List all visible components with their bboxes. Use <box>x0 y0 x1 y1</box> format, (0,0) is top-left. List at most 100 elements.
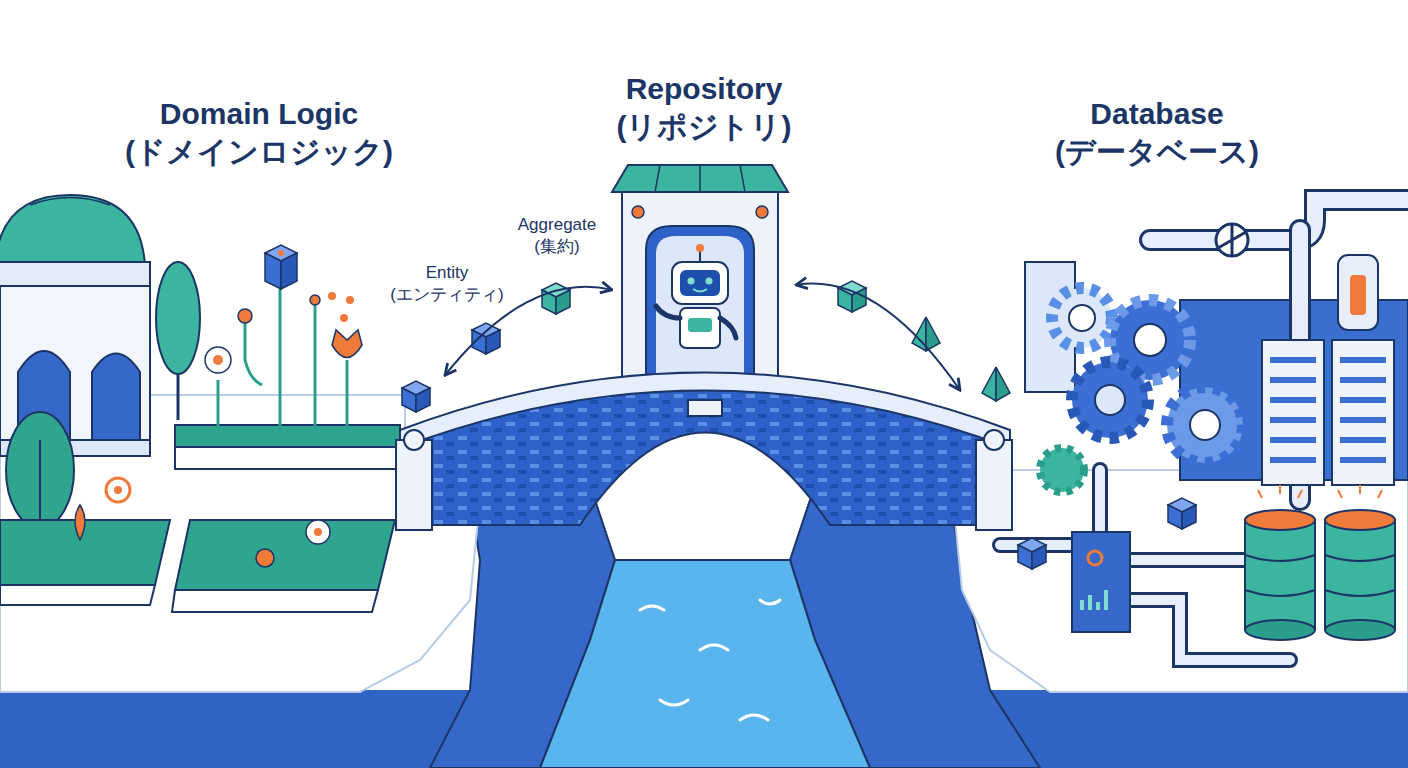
callout-label: Entity (エンティティ) <box>388 262 506 306</box>
robot-smile <box>693 289 707 292</box>
flower-center <box>213 355 223 365</box>
flower-center <box>314 528 322 536</box>
flower <box>306 520 330 544</box>
pipe-outline <box>1150 200 1408 240</box>
tower-lamp <box>756 206 768 218</box>
left-plateau <box>0 395 478 692</box>
pillar-cap <box>984 430 1004 450</box>
flow-arc <box>445 287 612 375</box>
bridge <box>396 373 1012 531</box>
region-heading: Database (データベース) <box>1027 95 1287 172</box>
dome <box>0 195 145 265</box>
robot-chest <box>688 318 712 332</box>
gear <box>1052 288 1112 348</box>
floating-cube <box>1018 538 1046 569</box>
region-node: Domain Logic (ドメインロジック) <box>0 95 445 695</box>
pipe <box>1150 200 1408 240</box>
tower-body <box>622 190 778 390</box>
garden-bed <box>175 520 395 590</box>
robot <box>656 244 736 348</box>
gear-hub <box>1095 385 1125 415</box>
robot-eye <box>688 278 695 285</box>
floating-pyramid <box>982 367 1010 401</box>
robot-head <box>672 262 728 304</box>
flower <box>106 478 130 502</box>
server-cube-icon <box>265 245 297 289</box>
pipes <box>1000 200 1408 660</box>
bridge-railing <box>400 373 1010 449</box>
floating-pyramid <box>912 317 940 351</box>
region-node: Database (データベース) <box>960 95 1360 695</box>
plant-stems <box>218 285 347 430</box>
cube-dot <box>278 250 284 256</box>
keystone <box>688 400 722 416</box>
tank <box>1338 255 1378 330</box>
flower-bud <box>310 295 320 305</box>
aggregate-cube <box>542 283 570 314</box>
dome-building <box>0 195 150 456</box>
flow-arc <box>796 284 960 391</box>
gear-hub <box>1190 410 1220 440</box>
stem <box>217 380 220 428</box>
gear-teeth <box>1167 387 1243 463</box>
gear-teeth <box>1072 362 1148 438</box>
pipe <box>1095 470 1105 530</box>
gear <box>1167 387 1243 463</box>
tree <box>156 262 200 374</box>
garden-bed-front <box>0 585 155 605</box>
cylinder-base <box>1245 620 1315 640</box>
cylinder-bands <box>1245 555 1315 596</box>
tower-doorway <box>646 226 754 390</box>
valve-spokes <box>1218 224 1246 256</box>
flower-bud <box>340 314 348 322</box>
robot-arm <box>656 306 680 318</box>
stem <box>245 320 262 385</box>
cylinder-body <box>1245 520 1315 630</box>
cylinder-bands <box>1325 555 1395 596</box>
arch-window <box>92 354 140 441</box>
server <box>1262 340 1324 485</box>
valve-wheel <box>1216 224 1248 256</box>
river <box>540 560 870 768</box>
region-heading: Domain Logic (ドメインロジック) <box>119 95 399 172</box>
stem <box>279 285 282 430</box>
planter-front <box>175 447 400 469</box>
server <box>1332 340 1394 485</box>
garden-bed <box>0 520 170 585</box>
tank-glow <box>1350 275 1366 315</box>
gear-teeth <box>1052 288 1112 348</box>
cube-side <box>265 253 281 289</box>
tulip <box>332 330 362 358</box>
flower <box>205 347 231 373</box>
garden-bed-front <box>172 590 378 612</box>
db-cylinder <box>1245 510 1315 640</box>
entity-cube <box>472 323 500 354</box>
gear-hub <box>1134 324 1166 356</box>
flower-bud <box>346 296 354 304</box>
flower <box>256 549 274 567</box>
gear <box>1072 362 1148 438</box>
cylinder-top <box>1325 510 1395 530</box>
cylinder-base <box>1325 620 1395 640</box>
server-slots <box>1270 360 1316 460</box>
gear-teeth <box>1040 448 1084 492</box>
bud <box>75 505 85 540</box>
cylinder-top <box>1245 510 1315 530</box>
machine-bars <box>1082 590 1106 610</box>
db-cylinder <box>1325 510 1395 640</box>
flower-bud <box>328 292 336 300</box>
floating-cube <box>1168 498 1196 529</box>
tower-lamp <box>632 206 644 218</box>
entity-cube <box>402 381 430 412</box>
roof-lines <box>655 165 745 192</box>
machine-gear-icon <box>1088 551 1102 565</box>
right-plateau <box>955 470 1408 692</box>
tower-roof <box>612 165 788 192</box>
pillar-cap <box>404 430 424 450</box>
pipe-outline <box>1092 470 1108 530</box>
callout-label: Aggregate (集約) <box>507 214 607 258</box>
planter-top <box>175 425 400 447</box>
flower-center <box>114 486 122 494</box>
